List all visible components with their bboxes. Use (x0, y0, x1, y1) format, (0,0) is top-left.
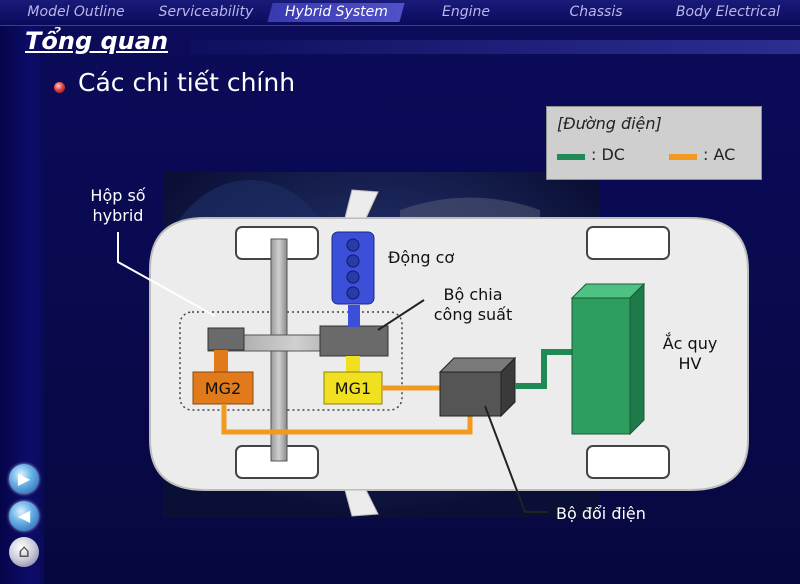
label-mg2: MG2 (204, 379, 242, 398)
home-icon: ⌂ (18, 541, 30, 562)
mg2-shaft (214, 350, 228, 374)
mg1-shaft (346, 356, 360, 374)
label-power-split: Bộ chia công suất (433, 285, 513, 324)
legend-dc-swatch (557, 154, 585, 160)
mg2-block (192, 371, 254, 405)
label-hv-battery: Ắc quy HV (662, 334, 718, 373)
mirror-top (344, 189, 379, 219)
top-nav: Model Outline Serviceability Hybrid Syst… (0, 0, 800, 26)
power-split-device (319, 325, 389, 357)
leader-transaxle (117, 232, 216, 317)
page-title: Tổng quan (25, 27, 169, 55)
leader-inverter (484, 405, 548, 513)
leader-power-split (377, 299, 425, 331)
engine-cylinder-3 (346, 270, 360, 284)
mirror-bottom (344, 489, 379, 517)
nav-body-electrical[interactable]: Body Electrical (675, 4, 781, 20)
inverter-front (439, 371, 502, 417)
nav-engine[interactable]: Engine (442, 4, 490, 20)
engine-block (331, 231, 375, 305)
label-mg1: MG1 (334, 379, 372, 398)
mg1-block (323, 371, 383, 405)
legend-dc-label: : DC (591, 145, 625, 164)
label-hybrid-transaxle: Hộp số hybrid (90, 186, 146, 225)
home-button[interactable]: ⌂ (9, 537, 39, 567)
nav-model-outline[interactable]: Model Outline (27, 4, 125, 20)
title-decoration-bar (190, 40, 800, 54)
wheel-rear-right (586, 445, 670, 479)
engine-shaft (348, 305, 360, 327)
label-engine: Động cơ (388, 248, 455, 267)
battery-front (571, 297, 631, 435)
mg2-gear (207, 327, 245, 351)
nav-chassis[interactable]: Chassis (569, 4, 623, 20)
back-button[interactable]: ◀ (9, 501, 39, 531)
legend-ac-label: : AC (703, 145, 736, 164)
arrow-left-icon: ◀ (17, 506, 31, 525)
legend-ac-swatch (669, 154, 697, 160)
page-subtitle: Các chi tiết chính (78, 68, 296, 97)
forward-button[interactable]: ▶ (9, 464, 39, 494)
ac-line-mg2 (221, 404, 473, 435)
label-inverter: Bộ đổi điện (556, 504, 646, 523)
engine-cylinder-2 (346, 254, 360, 268)
arrow-right-icon: ▶ (17, 469, 31, 488)
nav-serviceability[interactable]: Serviceability (158, 4, 254, 20)
power-line-legend: [Đường điện] : DC : AC (546, 106, 762, 180)
dc-line (515, 349, 574, 389)
engine-cylinder-1 (346, 238, 360, 252)
bullet-icon (54, 82, 65, 93)
battery-side (629, 282, 645, 436)
wheel-front-right (586, 226, 670, 260)
engine-cylinder-4 (346, 286, 360, 300)
legend-title: [Đường điện] (557, 114, 662, 133)
